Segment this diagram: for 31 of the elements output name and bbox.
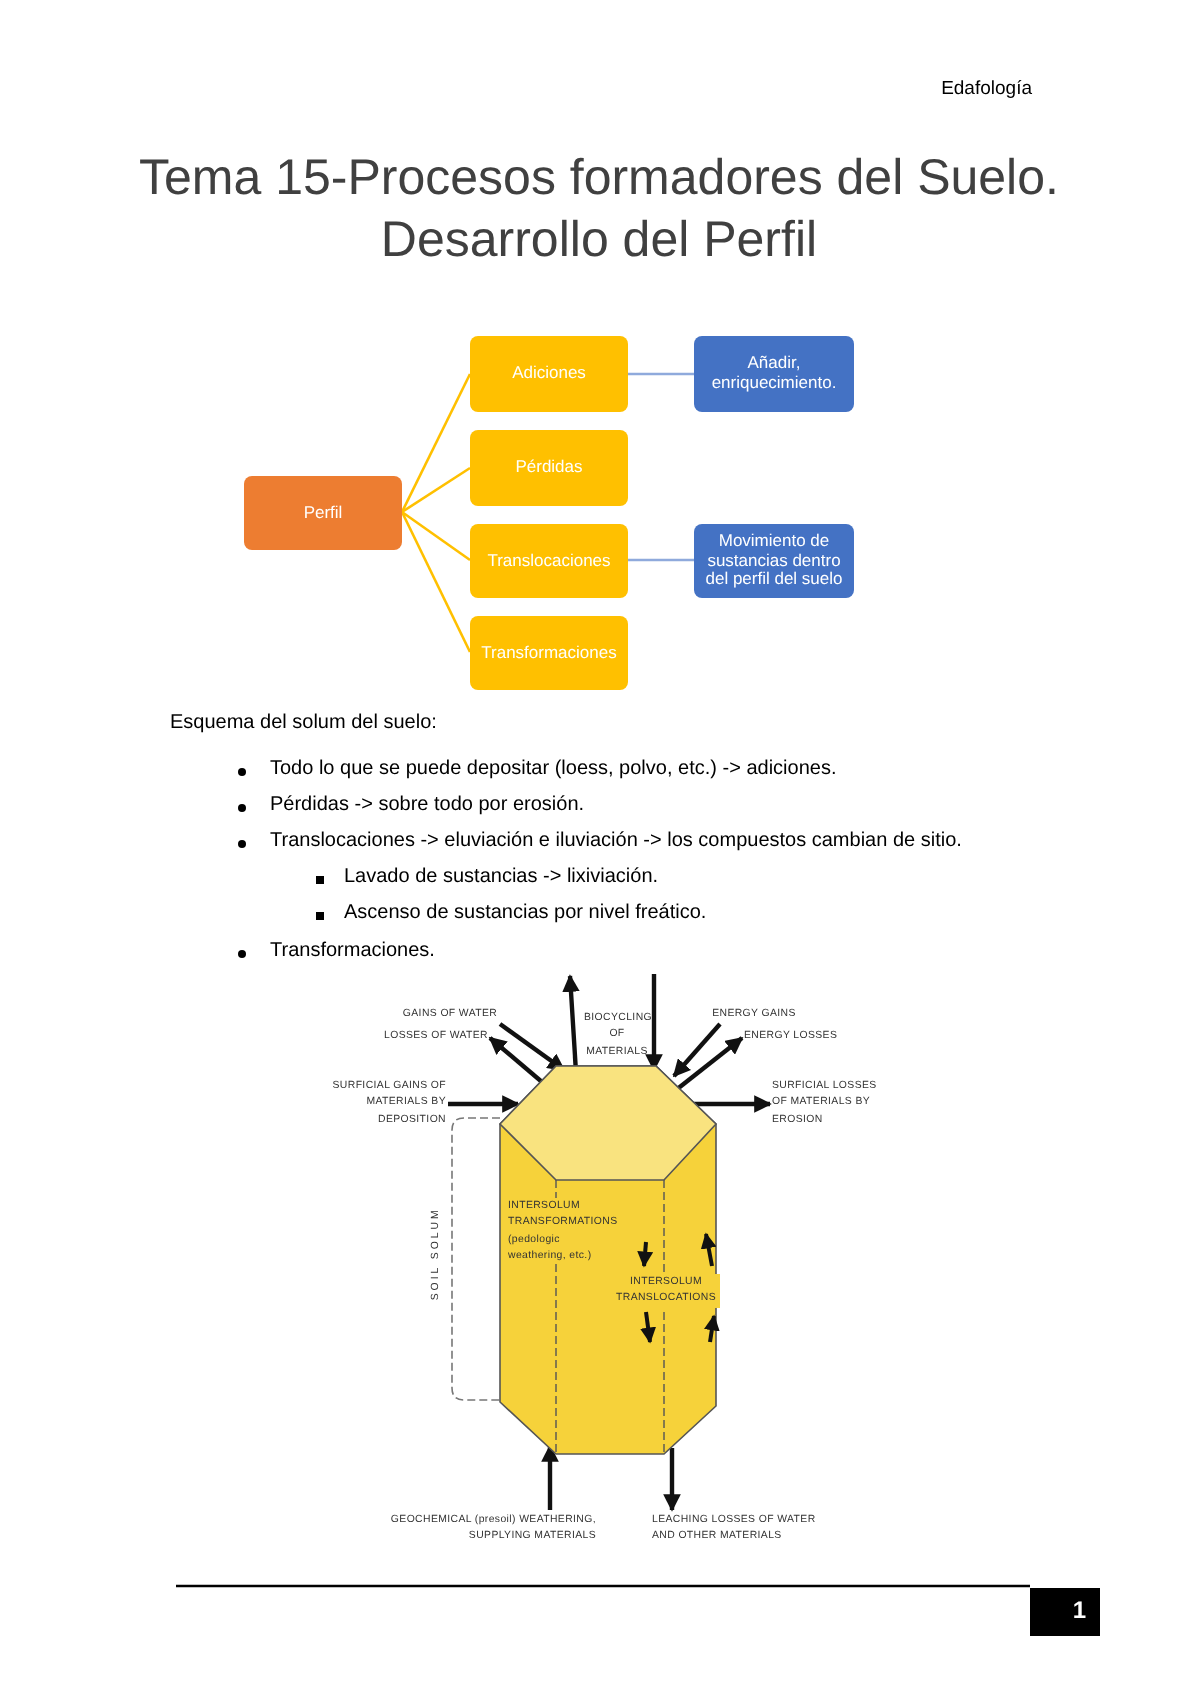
- category-box: Pérdidas: [470, 430, 628, 506]
- root-box: Perfil: [244, 476, 402, 550]
- list-item: Pérdidas -> sobre todo por erosión.: [270, 794, 585, 816]
- description-box: Movimiento de sustancias dentro del perfil del suelo: [694, 524, 854, 598]
- arrow: [694, 1095, 772, 1113]
- category-box: Transformaciones: [470, 616, 628, 690]
- connector-line: [628, 372, 694, 376]
- connector-line: [401, 510, 471, 562]
- arrow: [448, 1095, 520, 1113]
- connector-line: [401, 466, 471, 514]
- list-item: Transformaciones.: [270, 940, 435, 962]
- paragraph: Esquema del solum del suelo:: [170, 712, 437, 734]
- description-box: Añadir, enriquecimiento.: [694, 336, 854, 412]
- arrow: [672, 1022, 722, 1078]
- arrow: [674, 1036, 744, 1092]
- page-number: 1: [1030, 1588, 1100, 1636]
- connector-line: [400, 373, 472, 513]
- connector-line: [400, 511, 472, 653]
- list-item: Todo lo que se puede depositar (loess, polvo, etc.) -> adiciones.: [270, 758, 837, 780]
- list-item: Translocaciones -> eluviación e iluviación -> los compuestos cambian de sitio.: [270, 830, 962, 852]
- list-item: Lavado de sustancias -> lixiviación.: [344, 866, 659, 888]
- arrow: [498, 1022, 566, 1072]
- arrow: [663, 1448, 681, 1512]
- page-title: Tema 15-Procesos formadores del Suelo. Desarrollo del Perfil: [137, 148, 1061, 273]
- header-text: Edafología: [939, 78, 1032, 100]
- arrow: [488, 1036, 544, 1084]
- list-item: Ascenso de sustancias por nivel freático.: [344, 902, 707, 924]
- arrow: [541, 1444, 559, 1510]
- category-box: Adiciones: [470, 336, 628, 412]
- connector-line: [628, 558, 694, 562]
- category-box: Translocaciones: [470, 524, 628, 598]
